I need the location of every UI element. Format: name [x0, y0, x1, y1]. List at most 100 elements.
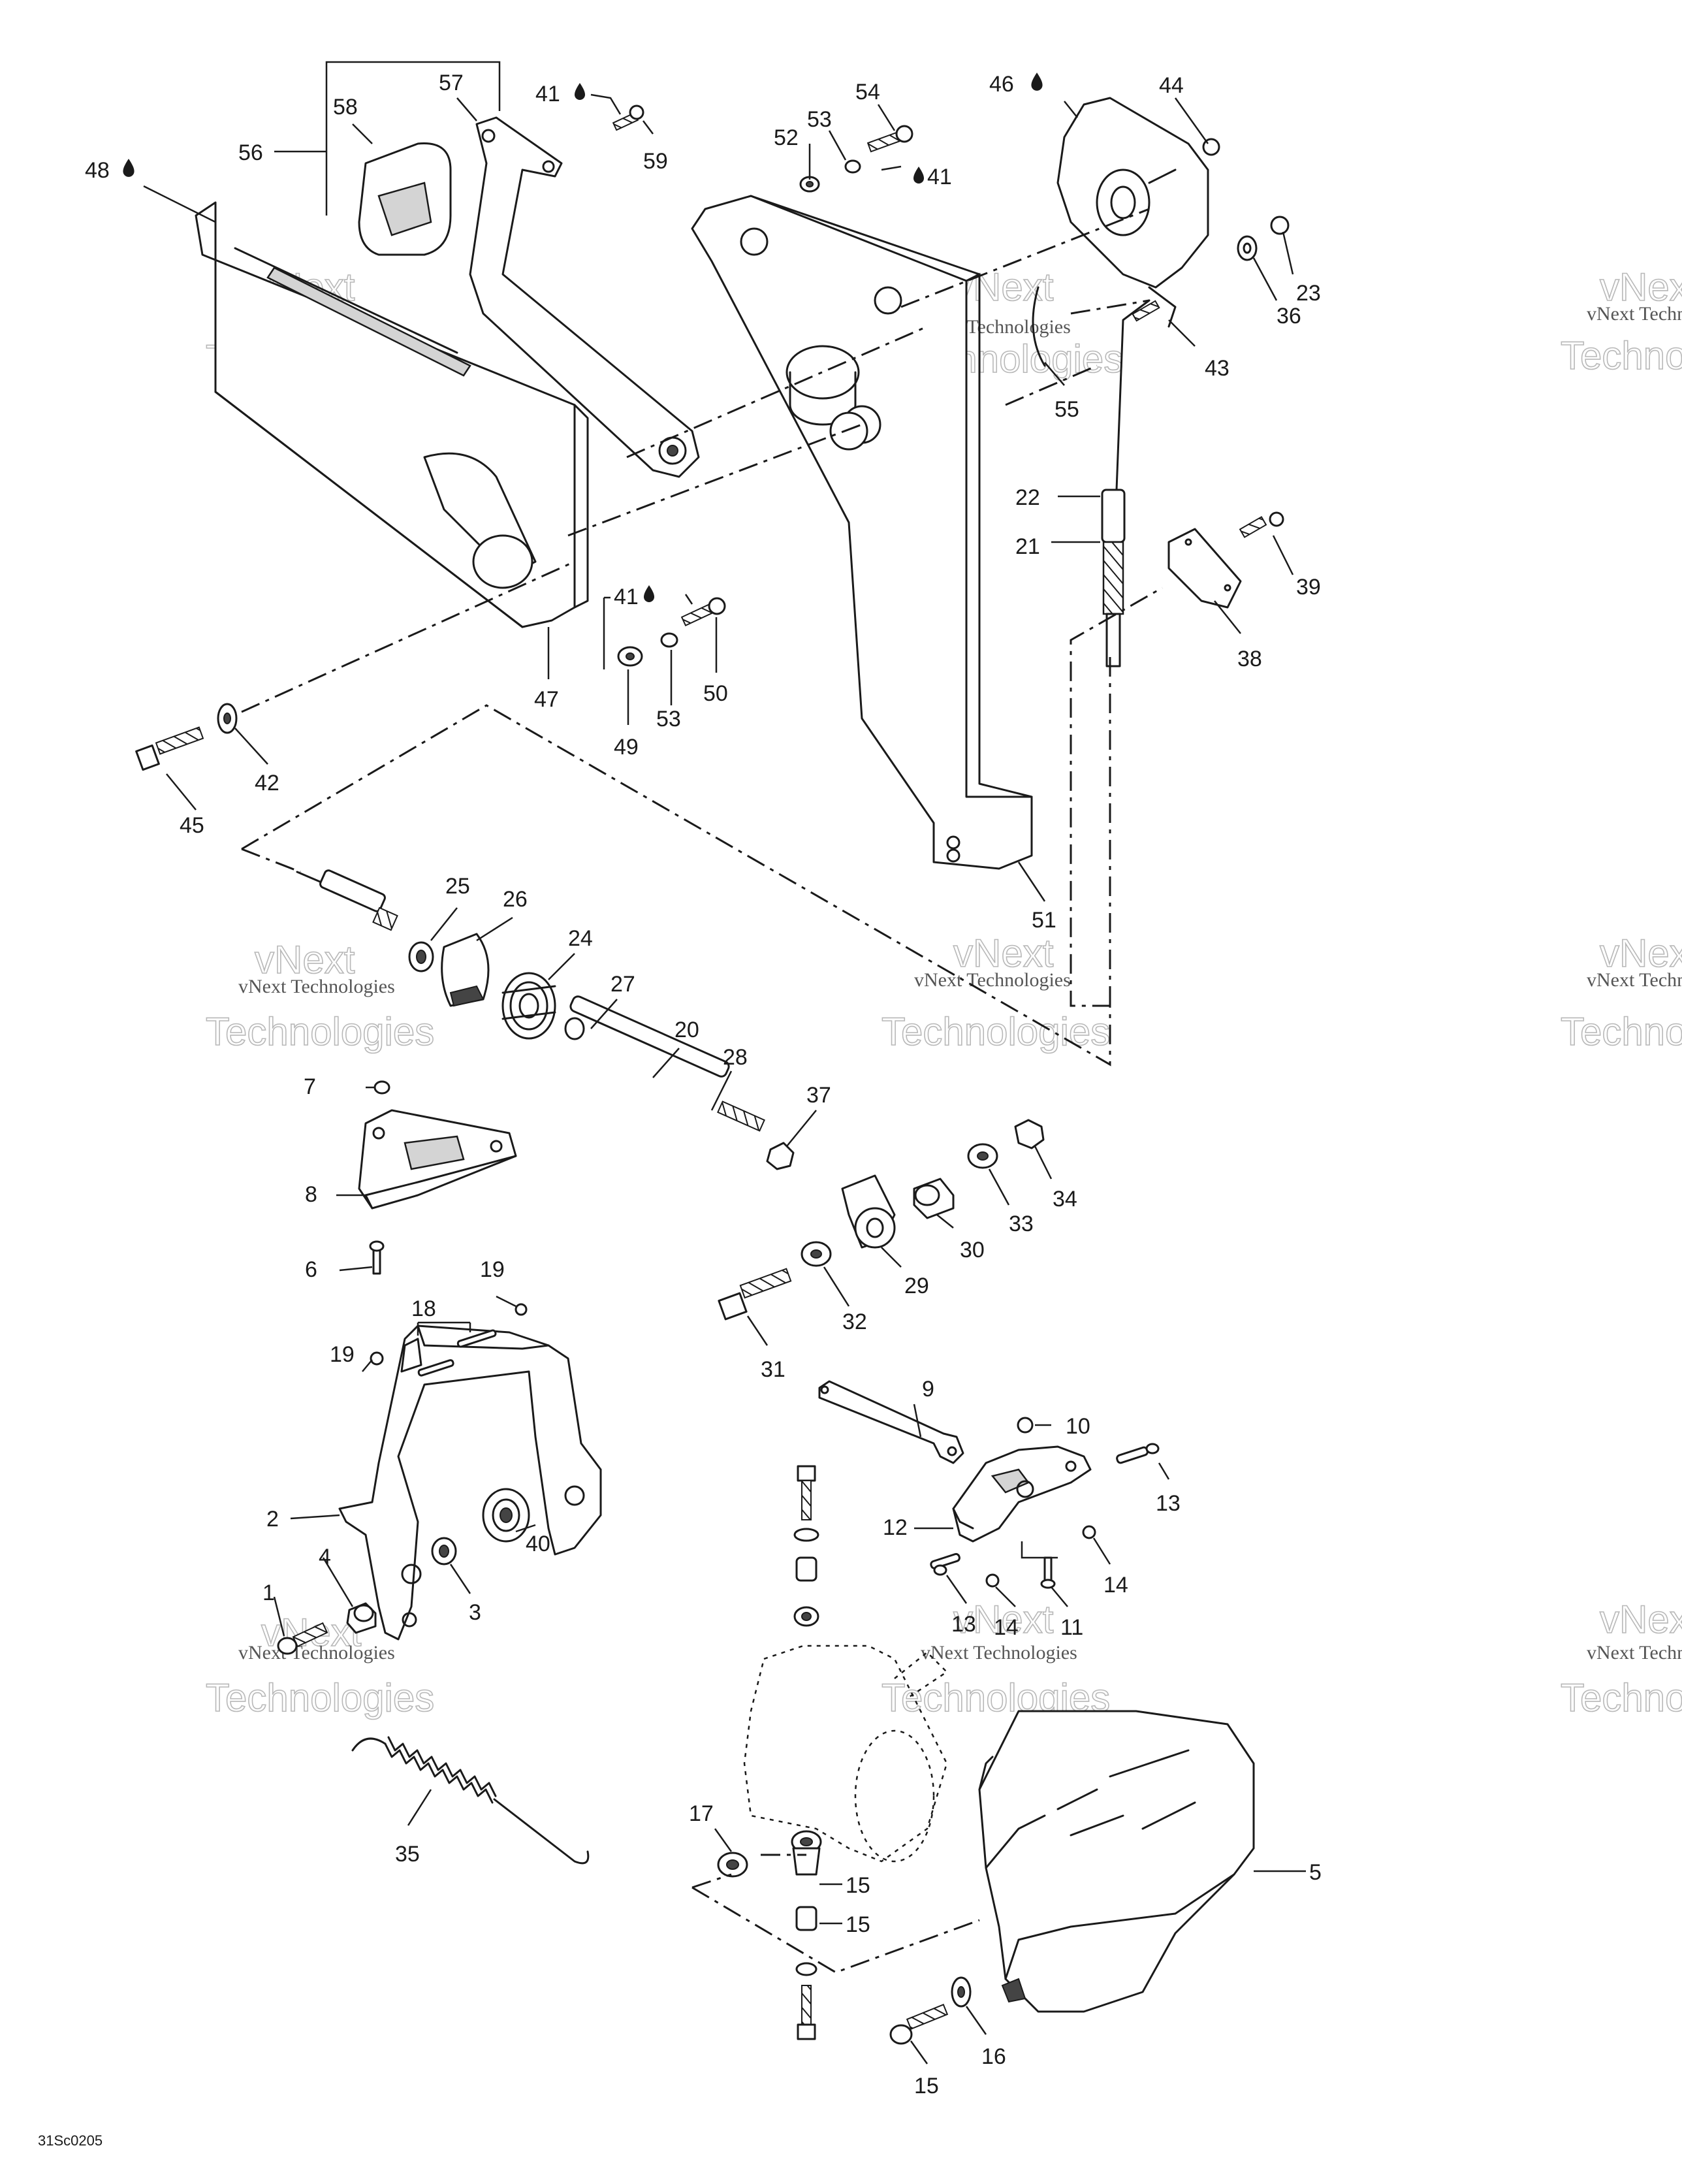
part-13-pin-left [930, 1552, 960, 1576]
watermark-mid-right: vNext vNext Technologies Technologies [1560, 931, 1682, 1054]
watermark-mid-left: vNext vNext Technologies Technologies [205, 937, 435, 1054]
svg-text:vNext: vNext [953, 931, 1054, 975]
part-3-bushing [431, 1537, 457, 1566]
part-8-mount-bracket [358, 1109, 517, 1210]
callout-58: 58 [333, 95, 358, 120]
callout-16: 16 [981, 2044, 1006, 2069]
watermark-bottom-left: vNext vNext Technologies Technologies [205, 1610, 435, 1720]
part-37-nut [766, 1142, 795, 1170]
part-shaft-tip [296, 869, 398, 931]
part-31-bolt [718, 1268, 792, 1321]
part-29-tee [841, 1174, 896, 1249]
callout-51: 51 [1032, 908, 1056, 933]
callout-23: 23 [1296, 281, 1321, 306]
callout-38: 38 [1237, 647, 1262, 671]
part-38-cover-plate [1167, 528, 1242, 609]
assembly-lines [241, 208, 1163, 1974]
callout-31: 31 [761, 1357, 785, 1382]
part-mount-stack-lower [791, 1830, 822, 2040]
callout-18: 18 [411, 1296, 436, 1321]
svg-text:vNext Technologies: vNext Technologies [238, 976, 395, 997]
part-32-washer [801, 1241, 832, 1267]
callout-43: 43 [1205, 356, 1230, 381]
callout-15-upper: 15 [846, 1873, 870, 1898]
part-45-bolt [135, 726, 204, 771]
part-14-nut-right [1082, 1525, 1096, 1539]
callout-20: 20 [674, 1018, 699, 1042]
part-2-lever-frame [338, 1325, 602, 1641]
part-19-nut-lower [370, 1351, 384, 1366]
part-34-nut [1014, 1119, 1045, 1149]
watermark-mid-center: vNext vNext Technologies Technologies [881, 931, 1111, 1054]
part-36-washer [1237, 235, 1258, 261]
part-18-pin [417, 1329, 497, 1377]
part-58-grommet [358, 142, 452, 256]
part-43-bolt [1132, 300, 1160, 322]
callout-13-left: 13 [951, 1612, 976, 1637]
svg-text:Technologies: Technologies [206, 1010, 434, 1053]
bracket-56-group [274, 61, 501, 216]
callout-53-lower: 53 [656, 707, 681, 731]
callout-28: 28 [723, 1045, 748, 1070]
part-40-bearing [482, 1488, 530, 1543]
part-10-nut [1017, 1417, 1034, 1434]
svg-text:vNext: vNext [255, 938, 355, 982]
part-53-lockwasher-top [844, 159, 861, 174]
watermark-bottom-right: vNext vNext Technologies Technologies [1560, 1597, 1682, 1720]
callout-54: 54 [855, 80, 880, 104]
callout-1: 1 [262, 1581, 275, 1605]
part-1-bolt [277, 1622, 328, 1655]
callout-48: 48 [85, 158, 110, 183]
svg-text:vNext Technologies: vNext Technologies [921, 1642, 1077, 1663]
part-55-spring-clip [1032, 286, 1046, 367]
callout-36: 36 [1277, 304, 1301, 329]
callout-33: 33 [1009, 1212, 1034, 1236]
watermark-bottom-center: vNext vNext Technologies Technologies [881, 1597, 1111, 1720]
callout-19-lower: 19 [330, 1342, 355, 1367]
callout-49: 49 [614, 735, 639, 760]
callout-8: 8 [305, 1182, 317, 1207]
part-12-lever [952, 1445, 1092, 1543]
svg-text:vNext: vNext [1600, 931, 1682, 975]
part-42-washer [217, 703, 238, 734]
callout-40: 40 [526, 1532, 550, 1556]
part-50-screw [680, 597, 726, 626]
callout-44: 44 [1159, 73, 1184, 98]
part-26-bushing [441, 933, 490, 1007]
part-13-pin-right [1116, 1443, 1160, 1464]
callout-56: 56 [238, 140, 263, 165]
svg-text:vNext Technologies: vNext Technologies [914, 969, 1071, 991]
callout-27: 27 [611, 972, 635, 997]
callout-19-upper: 19 [480, 1257, 505, 1282]
part-53-lockwasher [660, 632, 678, 648]
callout-21: 21 [1015, 534, 1040, 559]
callout-46: 46 [989, 72, 1014, 97]
callout-39: 39 [1296, 575, 1321, 600]
part-17-grommet [717, 1852, 748, 1878]
svg-text:vNext: vNext [1600, 265, 1682, 309]
callout-41-top: 41 [535, 82, 560, 106]
svg-text:vNext Technologies: vNext Technologies [238, 1642, 395, 1663]
part-33-washer [967, 1143, 998, 1169]
callout-34: 34 [1053, 1187, 1077, 1212]
lubricant-drop-icon-48 [123, 159, 135, 177]
part-25-ring [408, 941, 434, 972]
callout-55: 55 [1055, 397, 1079, 422]
part-46-cover [1056, 97, 1209, 328]
svg-text:vNext Technologies: vNext Technologies [1587, 303, 1682, 325]
part-30-bushing [913, 1178, 955, 1219]
callout-15-lower: 15 [914, 2074, 939, 2098]
svg-text:vNext Technologies: vNext Technologies [1587, 969, 1682, 991]
part-24-gear [501, 972, 556, 1040]
part-14-nut-left [985, 1573, 1000, 1588]
lubricant-drop-icon-41-lower [644, 585, 654, 602]
svg-text:vNext: vNext [1600, 1598, 1682, 1641]
part-35-spring [351, 1736, 590, 1865]
callout-57: 57 [439, 71, 464, 95]
part-engine-phantom [743, 1645, 948, 1863]
callout-10: 10 [1066, 1414, 1090, 1439]
part-6-screw [369, 1240, 385, 1275]
callout-13-right: 13 [1156, 1491, 1181, 1516]
part-47-guard-plate [195, 201, 589, 628]
svg-text:Technologies: Technologies [1561, 1010, 1682, 1053]
